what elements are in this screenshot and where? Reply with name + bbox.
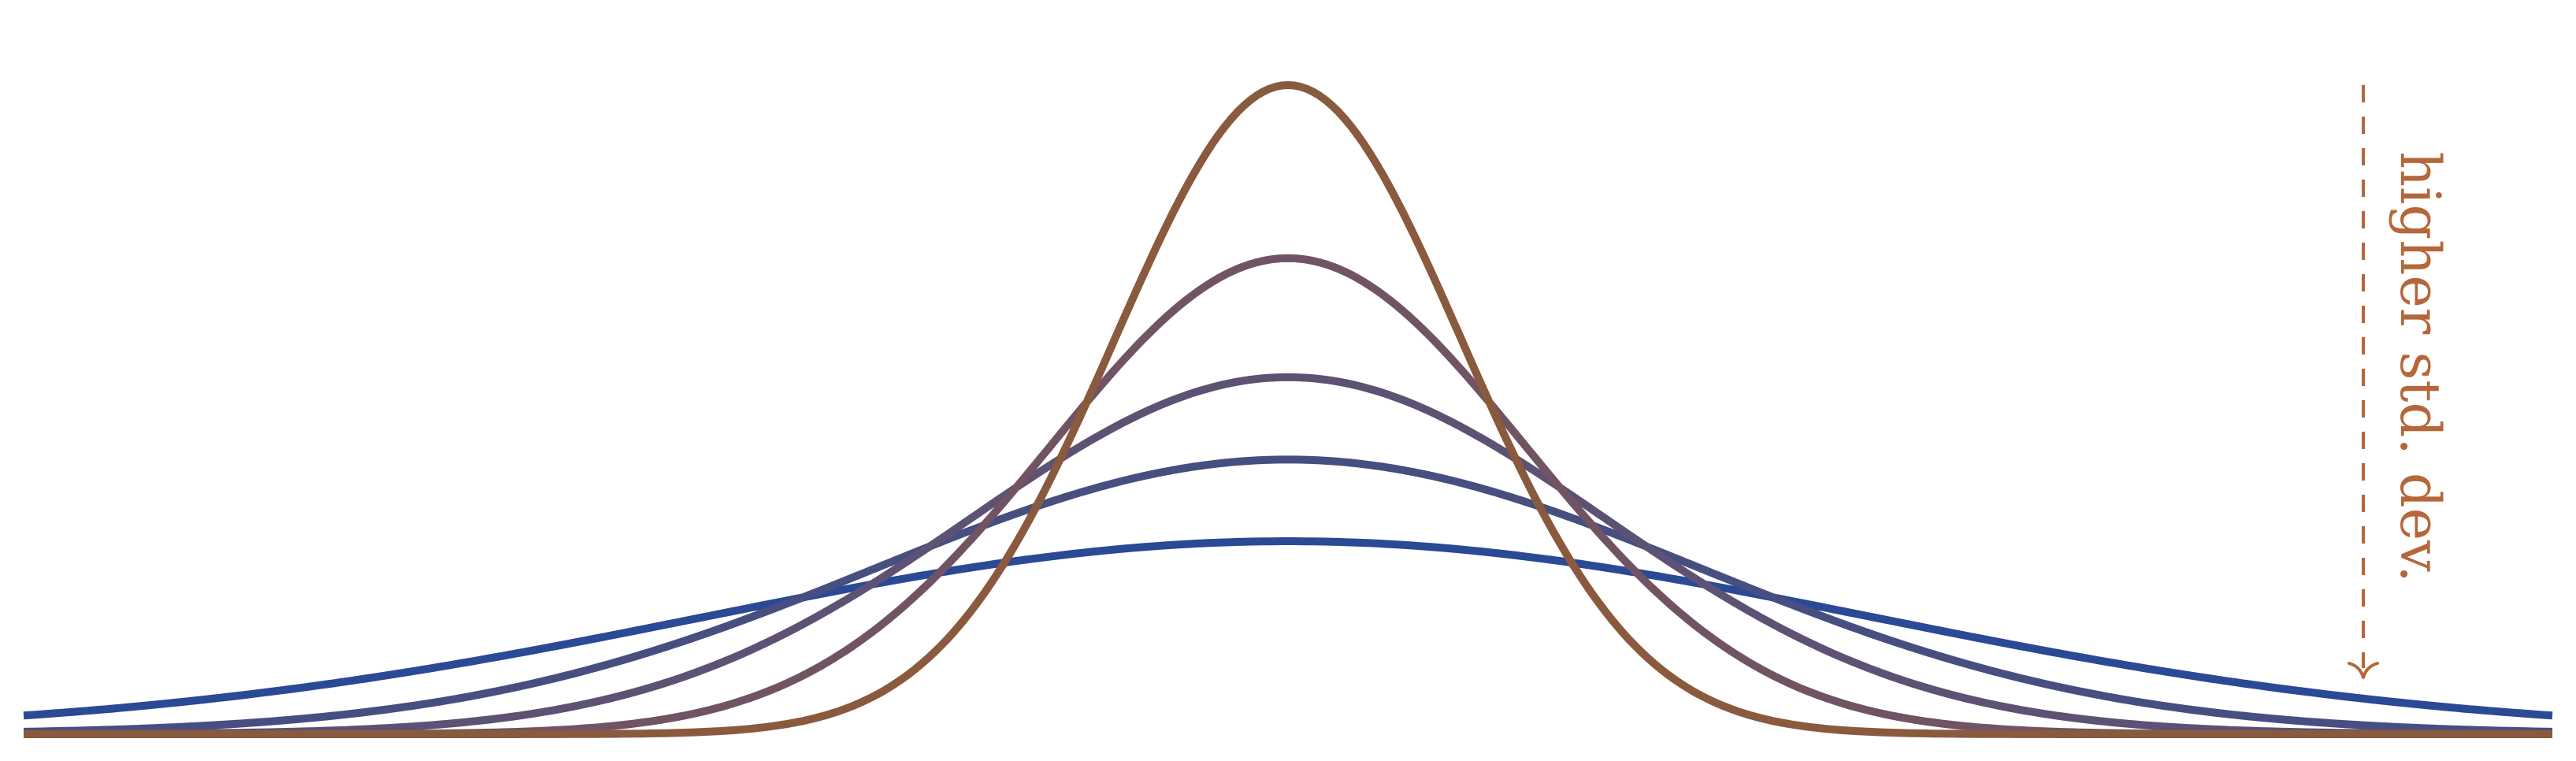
std-dev-label: higher std. dev. [2388,151,2452,583]
curves-group [23,81,2553,738]
std-dev-arrow-head-icon [2348,662,2379,679]
bell-curve-sigma-0-75 [24,254,2552,738]
bell-curve-sigma-1 [24,373,2552,738]
bell-curve-sigma-1-3 [23,455,2553,736]
bell-curve-sigma-0-55 [24,81,2552,738]
bell-curve-sigma-1-85 [23,537,2553,720]
std-dev-arrow [2348,85,2379,679]
